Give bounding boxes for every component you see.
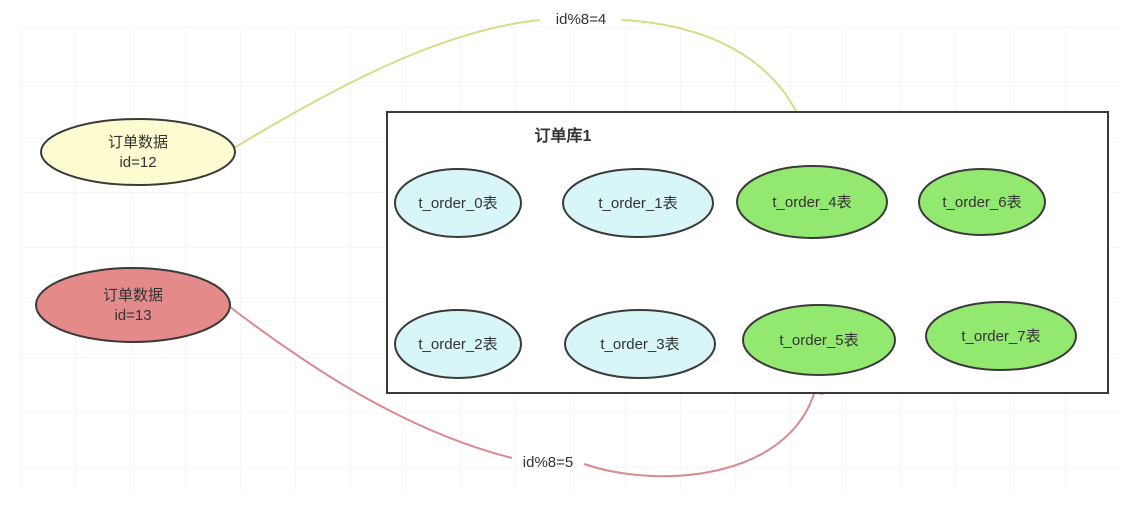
table-label: t_order_0表 — [418, 195, 497, 212]
table-ellipse — [918, 168, 1046, 236]
source-node-id12: 订单数据 id=12 — [40, 118, 236, 186]
source-node-id13: 订单数据 id=13 — [35, 267, 231, 343]
table-ellipse — [394, 309, 522, 379]
table-label: t_order_7表 — [961, 328, 1040, 345]
table-node-5: t_order_3表 — [564, 309, 716, 379]
table-node-4: t_order_2表 — [394, 309, 522, 379]
svg-text:id=13: id=13 — [114, 307, 151, 324]
table-ellipse — [394, 168, 522, 238]
table-label: t_order_5表 — [779, 332, 858, 349]
table-node-7: t_order_7表 — [925, 301, 1077, 371]
table-node-2: t_order_4表 — [736, 165, 888, 239]
svg-text:订单数据: 订单数据 — [103, 287, 163, 304]
table-label: t_order_2表 — [418, 336, 497, 353]
table-label: t_order_4表 — [772, 194, 851, 211]
table-ellipse — [562, 168, 714, 238]
table-node-3: t_order_6表 — [918, 168, 1046, 236]
svg-text:订单数据: 订单数据 — [108, 134, 168, 151]
table-ellipse — [925, 301, 1077, 371]
table-label: t_order_6表 — [942, 194, 1021, 211]
edge-label-id12: id%8=4 — [556, 11, 606, 28]
table-ellipse — [742, 304, 896, 376]
edge-id13 — [229, 306, 513, 459]
table-label: t_order_3表 — [600, 336, 679, 353]
svg-text:id=12: id=12 — [119, 154, 156, 171]
table-node-6: t_order_5表 — [742, 304, 896, 376]
edge-id12 — [233, 19, 541, 149]
table-node-0: t_order_0表 — [394, 168, 522, 238]
table-ellipse — [736, 165, 888, 239]
table-node-1: t_order_1表 — [562, 168, 714, 238]
table-label: t_order_1表 — [598, 195, 677, 212]
database-title: 订单库1 — [535, 126, 592, 145]
edge-label-id13: id%8=5 — [523, 454, 573, 471]
table-ellipse — [564, 309, 716, 379]
edge-id13-arrow — [583, 376, 824, 478]
